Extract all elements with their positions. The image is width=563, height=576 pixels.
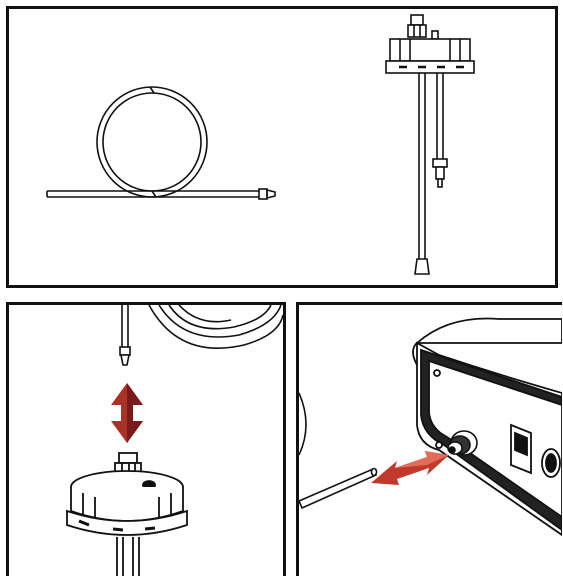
- connector-port-icon: [447, 430, 478, 456]
- bottom-left-panel: [6, 302, 286, 576]
- bottom-left-illustration: [66, 305, 283, 576]
- coiled-tube-icon: [46, 86, 276, 200]
- tube-end-icon: [119, 305, 131, 366]
- background-coil-icon: [299, 392, 307, 456]
- double-diagonal-arrow-icon: [371, 451, 449, 485]
- bottle-cap-icon: [66, 452, 188, 576]
- bottom-right-illustration: [299, 317, 562, 537]
- top-panel: [6, 6, 558, 288]
- background-coil-icon: [148, 305, 283, 349]
- bottle-cap-assembly-icon: [385, 14, 475, 275]
- device-housing-icon: [412, 317, 562, 537]
- bottom-right-panel: [296, 302, 562, 576]
- double-vertical-arrow-icon: [111, 383, 143, 443]
- top-illustration: [46, 14, 475, 275]
- tube-icon: [299, 467, 378, 510]
